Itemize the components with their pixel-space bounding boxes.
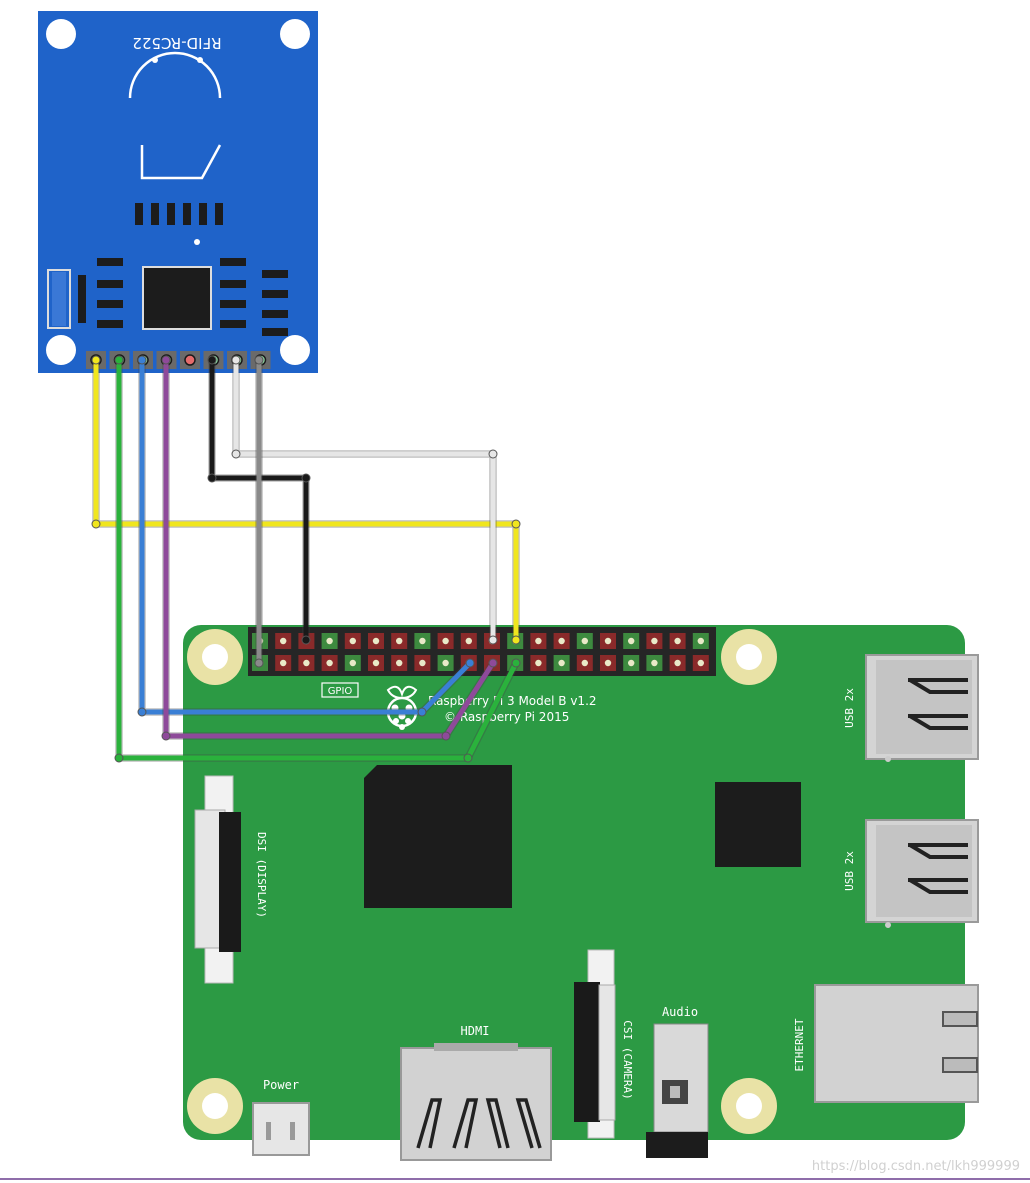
- wire-green: [114, 355, 521, 763]
- rfid-resistors: [135, 203, 223, 225]
- gpio-pin: [414, 655, 431, 671]
- gpio-pin: [553, 655, 570, 671]
- csi-label: CSI (CAMERA): [621, 1020, 634, 1099]
- dsi-connector: [194, 775, 241, 984]
- gpio-pin: [600, 655, 616, 671]
- gpio-pin: [344, 655, 361, 671]
- ethernet-port: [814, 984, 979, 1103]
- rfid-chip: [142, 266, 212, 330]
- gpio-pin: [646, 655, 663, 671]
- gpio-pin: [414, 633, 431, 649]
- wire-blue: [137, 355, 475, 717]
- gpio-pin: [344, 633, 361, 649]
- hdmi-port: [400, 1043, 552, 1161]
- gpio-pin: [391, 655, 408, 671]
- gpio-pin: [530, 633, 547, 649]
- gpio-pin: [368, 655, 384, 671]
- pi-mounting-holes: [187, 629, 777, 1134]
- wire-white: [231, 355, 498, 645]
- usb-port-bottom: [865, 819, 979, 928]
- gpio-pin: [368, 633, 384, 649]
- usb-top-label: USB 2x: [843, 688, 856, 728]
- audio-label: Audio: [662, 1005, 698, 1019]
- gpio-label: GPIO: [328, 686, 353, 697]
- gpio-pin: [669, 633, 686, 649]
- gpio-pin: [623, 655, 640, 671]
- gpio-pin: [576, 655, 593, 671]
- power-port: [252, 1102, 310, 1156]
- rfid-pin: [180, 351, 200, 369]
- watermark-text: https://blog.csdn.net/lkh999999: [812, 1159, 1020, 1174]
- gpio-pin: [321, 655, 338, 671]
- pi-pcb: [183, 625, 965, 1140]
- usb-port-top: [865, 654, 979, 762]
- usb-bottom-label: USB 2x: [843, 851, 856, 891]
- gpio-pin: [692, 655, 709, 671]
- pi-model-text: Raspberry Pi 3 Model B v1.2: [428, 694, 597, 708]
- wire-gray: [254, 355, 264, 668]
- csi-connector: [574, 949, 616, 1139]
- gpio-pin: [576, 633, 593, 649]
- soc-chip: [364, 765, 512, 908]
- rfid-components: [47, 258, 288, 336]
- power-label: Power: [263, 1078, 299, 1092]
- gpio-pin: [391, 633, 408, 649]
- gpio-header: [248, 627, 716, 676]
- raspberry-pi-board: GPIO Raspberry Pi 3 Model B v1.2 © Raspb…: [183, 625, 979, 1161]
- gpio-pin: [298, 655, 315, 671]
- gpio-pin: [623, 633, 640, 649]
- ethernet-label: ETHERNET: [793, 1018, 806, 1071]
- gpio-pin: [646, 633, 663, 649]
- gpio-pin: [460, 633, 477, 649]
- gpio-pin: [600, 633, 616, 649]
- gpio-pin: [553, 633, 570, 649]
- wire-purple: [161, 355, 498, 741]
- gpio-pin: [437, 633, 454, 649]
- gpio-pin: [437, 655, 454, 671]
- dsi-label: DSI (DISPLAY): [255, 832, 268, 918]
- gpio-pin: [669, 655, 686, 671]
- gpio-pin: [530, 655, 547, 671]
- gpio-pin: [275, 655, 292, 671]
- rfid-label: RFID-RC522: [132, 34, 221, 52]
- wires: [91, 355, 521, 763]
- gpio-pin: [692, 633, 709, 649]
- gpio-label-box: [321, 682, 359, 698]
- hdmi-label: HDMI: [461, 1024, 490, 1038]
- pi-copyright-text: © Raspberry Pi 2015: [444, 710, 569, 724]
- lan-chip: [715, 782, 801, 867]
- rfid-module: RFID-RC522: [38, 11, 318, 373]
- audio-jack: [646, 1023, 709, 1158]
- gpio-pin: [321, 633, 338, 649]
- gpio-pin: [275, 633, 292, 649]
